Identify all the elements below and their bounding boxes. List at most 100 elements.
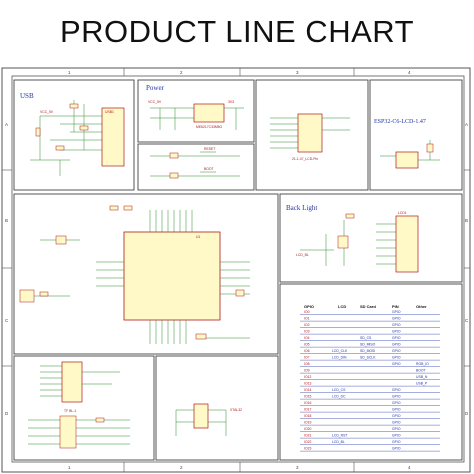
gpio-table-cell: IO15: [304, 395, 311, 399]
gpio-table-cell: SD_MISO: [360, 343, 376, 347]
gpio-table-cell: IO21: [304, 434, 311, 438]
gpio-table-cell: IO12: [304, 375, 311, 379]
row-marker: D: [5, 411, 9, 416]
column-marker: 4: [408, 465, 411, 470]
gpio-table-cell: IO8: [304, 362, 310, 366]
ldo-regulator: [193, 103, 225, 123]
gpio-table-cell: GPIO: [392, 356, 401, 360]
esp32-block-label: ESP32-C6-LCD-1.47: [374, 119, 426, 125]
button-circuit: RESET BOOT: [150, 147, 240, 179]
lcd-connector: [395, 215, 419, 273]
gpio-table-cell: IO17: [304, 408, 311, 412]
sheet-frame: [1, 67, 471, 473]
gpio-table-cell: IO9: [304, 369, 310, 373]
row-marker: D: [465, 411, 469, 416]
row-marker: C: [5, 318, 9, 323]
lcd-fpc-circuit: 21-1.47_LCD-Pin: [270, 113, 350, 161]
svg-text:USB1: USB1: [105, 110, 114, 114]
gpio-table-cell: LCD_CLK: [332, 349, 348, 353]
gpio-table-cell: GPIO: [392, 447, 401, 451]
gpio-table-cell: IO16: [304, 401, 311, 405]
usb-connector: [101, 107, 125, 167]
chip-designator: U1: [196, 235, 200, 239]
gpio-table-cell: IO18: [304, 414, 311, 418]
tf-block-label: TF BL-1: [64, 409, 76, 413]
gpio-table-header: LCD: [338, 304, 346, 309]
usb-block-label: USB: [20, 92, 34, 100]
gpio-table-cell: GPIO: [392, 310, 401, 314]
svg-text:ME6217C33M5G: ME6217C33M5G: [196, 125, 223, 129]
gpio-table-cell: GPIO: [392, 343, 401, 347]
svg-text:VCC_5V: VCC_5V: [40, 110, 54, 114]
page-title: PRODUCT LINE CHART: [59, 14, 415, 49]
gpio-table-cell: RGB_IO: [416, 362, 429, 366]
gpio-table-cell: SD_MOSI: [360, 349, 375, 353]
gpio-table-cell: IO5: [304, 343, 310, 347]
gpio-table-cell: IO14: [304, 388, 311, 392]
gpio-table-cell: SD_SCLK: [360, 356, 376, 360]
gpio-table-cell: IO4: [304, 336, 310, 340]
gpio-table-cell: GPIO: [392, 349, 401, 353]
gpio-table-cell: IO2: [304, 323, 310, 327]
tf-card-slot: [61, 361, 83, 403]
gpio-table-cell: IO20: [304, 427, 311, 431]
gpio-table-cell: IO22: [304, 440, 311, 444]
esp32-chip-circuit: U1: [19, 205, 250, 344]
xtal-block-label: XTAL32: [230, 408, 242, 412]
gpio-table-cell: GPIO: [392, 362, 401, 366]
tf-card-circuit: [28, 361, 130, 449]
gpio-table-cell: IO6: [304, 349, 310, 353]
gpio-table-header: PIN: [392, 304, 399, 309]
column-marker: 2: [180, 465, 183, 470]
svg-text:RESET: RESET: [204, 147, 215, 151]
gpio-table-cell: GPIO: [392, 414, 401, 418]
frame-row-markers: A B C D A B C D: [2, 122, 470, 416]
gpio-table-cell: GPIO: [392, 434, 401, 438]
lcd-connector-label: LCD1: [398, 211, 407, 215]
column-marker: 1: [68, 465, 71, 470]
block-dividers: [13, 79, 463, 461]
lcd-fpc-label: 21-1.47_LCD-Pin: [292, 157, 318, 161]
gpio-table-cell: IO3: [304, 330, 310, 334]
rgb-led-circuit: [380, 140, 440, 169]
gpio-table-cell: GPIO: [392, 395, 401, 399]
crystal: [193, 403, 209, 429]
gpio-table-cell: IO0: [304, 310, 310, 314]
gpio-table-cell: GPIO: [392, 421, 401, 425]
frame-column-markers: 1 2 3 4 1 2 3 4: [68, 68, 411, 472]
gpio-table-cell: LCD_CS: [332, 388, 346, 392]
backlight-net-label: LCD_BL: [296, 253, 309, 257]
gpio-table-cell: LCD_DC: [332, 395, 346, 399]
gpio-table-cell: USB_N: [416, 375, 428, 379]
gpio-table-cell: GPIO: [392, 427, 401, 431]
svg-text:VCC_5V: VCC_5V: [148, 100, 162, 104]
gpio-table-cell: GPIO: [392, 336, 401, 340]
column-marker: 1: [68, 70, 71, 75]
esp32-chip: [123, 231, 221, 321]
sheet-inner-frame: [11, 75, 465, 463]
gpio-table-cell: GPIO: [392, 388, 401, 392]
gpio-table-cell: IO1: [304, 317, 310, 321]
row-marker: C: [465, 318, 469, 323]
gpio-table-cell: GPIO: [392, 401, 401, 405]
gpio-table-cell: GPIO: [392, 323, 401, 327]
gpio-table-cell: IO7: [304, 356, 310, 360]
gpio-table-cell: IO19: [304, 421, 311, 425]
gpio-table-cell: USB_P: [416, 382, 428, 386]
gpio-table-cell: GPIO: [392, 317, 401, 321]
backlight-circuit: LCD1 LCD_BL: [296, 211, 419, 273]
row-marker: B: [465, 218, 468, 223]
gpio-table-cell: IO13: [304, 382, 311, 386]
column-marker: 2: [180, 70, 183, 75]
gpio-table-header: GPIO: [304, 304, 314, 309]
row-marker: B: [5, 218, 8, 223]
row-marker: A: [465, 122, 468, 127]
gpio-table-header: SD Card: [360, 304, 376, 309]
gpio-table-cell: SD_CS: [360, 336, 372, 340]
gpio-table-cell: IO23: [304, 447, 311, 451]
svg-text:BOOT: BOOT: [204, 167, 214, 171]
gpio-table-cell: GPIO: [392, 408, 401, 412]
gpio-table-cell: LCD_DIN: [332, 356, 347, 360]
